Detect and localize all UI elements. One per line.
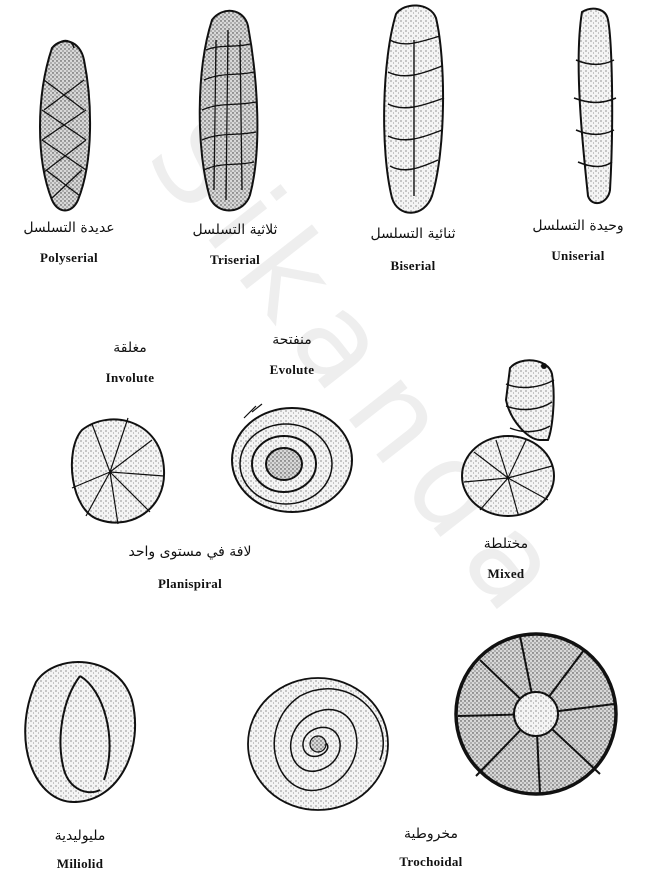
planispiral-arabic-label: لافة في مستوى واحد <box>110 544 270 560</box>
mixed-arabic-label: مختلطة <box>456 536 556 552</box>
trochoid-spiral-shell <box>248 678 388 810</box>
biserial-arabic-label: ثنائية التسلسل <box>348 226 478 242</box>
involute-shell <box>72 418 164 524</box>
triserial-arabic-label: ثلاثية التسلسل <box>170 222 300 238</box>
planispiral-english-label: Planispiral <box>110 576 270 592</box>
miliolid-shell <box>25 662 135 802</box>
involute-arabic-label: مغلقة <box>90 340 170 356</box>
trochoidal-shell <box>456 634 616 794</box>
involute-english-label: Involute <box>90 370 170 386</box>
miliolid-english-label: Miliolid <box>30 856 130 872</box>
polyserial-arabic-label: عديدة التسلسل <box>4 220 134 236</box>
miliolid-arabic-label: مليوليدية <box>30 828 130 844</box>
biserial-english-label: Biserial <box>348 258 478 274</box>
biserial-shell <box>384 5 444 212</box>
uniserial-shell <box>574 9 616 203</box>
mixed-shell <box>462 360 554 516</box>
triserial-english-label: Triserial <box>170 252 300 268</box>
uniserial-arabic-label: وحيدة التسلسل <box>510 218 646 234</box>
evolute-arabic-label: منفتحة <box>252 332 332 348</box>
triserial-shell <box>200 11 258 211</box>
uniserial-english-label: Uniserial <box>510 248 646 264</box>
evolute-shell <box>232 404 352 512</box>
polyserial-english-label: Polyserial <box>4 250 134 266</box>
polyserial-shell <box>40 41 90 211</box>
trochoidal-english-label: Trochoidal <box>376 854 486 870</box>
mixed-english-label: Mixed <box>456 566 556 582</box>
evolute-english-label: Evolute <box>252 362 332 378</box>
trochoidal-arabic-label: مخروطية <box>376 826 486 842</box>
